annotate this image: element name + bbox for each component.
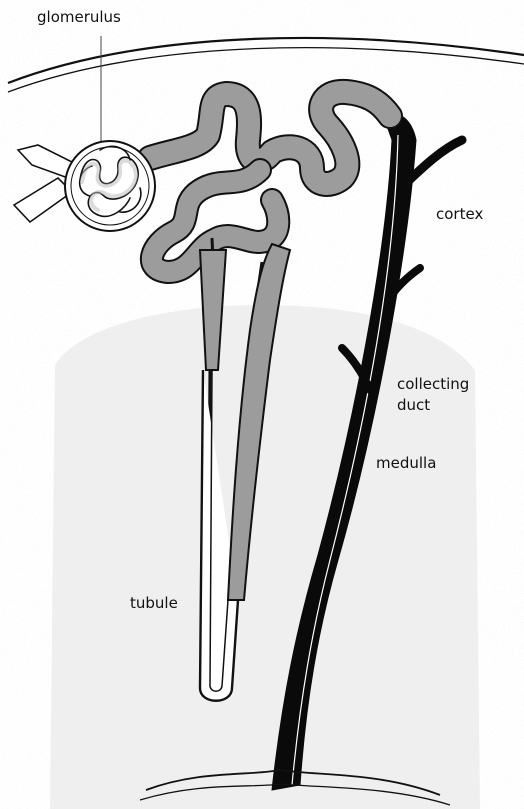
- collecting-duct-label-line1: collecting: [397, 375, 469, 393]
- tubule-label: tubule: [130, 594, 178, 612]
- cortex-label: cortex: [436, 205, 483, 223]
- collecting-duct-label-line2: duct: [397, 396, 430, 414]
- glomerulus: [65, 141, 155, 231]
- medulla-label: medulla: [376, 454, 436, 472]
- glomerulus-label: glomerulus: [37, 8, 121, 26]
